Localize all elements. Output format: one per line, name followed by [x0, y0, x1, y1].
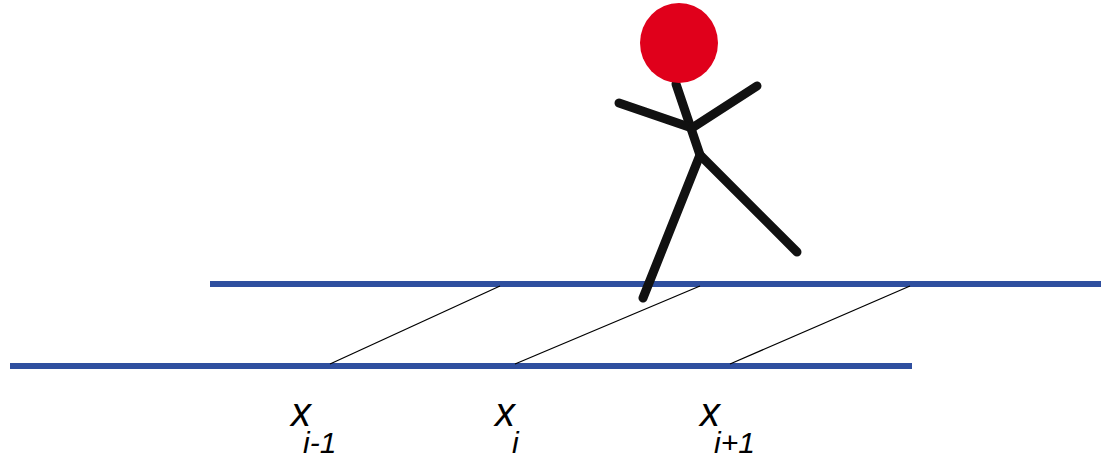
figure-arm [692, 86, 757, 128]
variable-letter: x [700, 392, 720, 432]
rung-line [515, 286, 700, 364]
variable-letter: x [291, 392, 311, 432]
figure-head [640, 3, 718, 83]
figure-arm [619, 103, 692, 128]
upper-rail [210, 281, 1101, 287]
variable-subscript: i-1 [303, 428, 336, 458]
stick-figure [619, 84, 797, 298]
rung-line [730, 286, 910, 364]
variable-letter: x [495, 392, 515, 432]
variable-subscript: i [512, 428, 519, 458]
lower-rail [10, 363, 912, 369]
figure-leg [700, 155, 797, 252]
rung-line [330, 286, 500, 364]
figure-leg [643, 155, 700, 298]
variable-subscript: i+1 [714, 428, 755, 458]
